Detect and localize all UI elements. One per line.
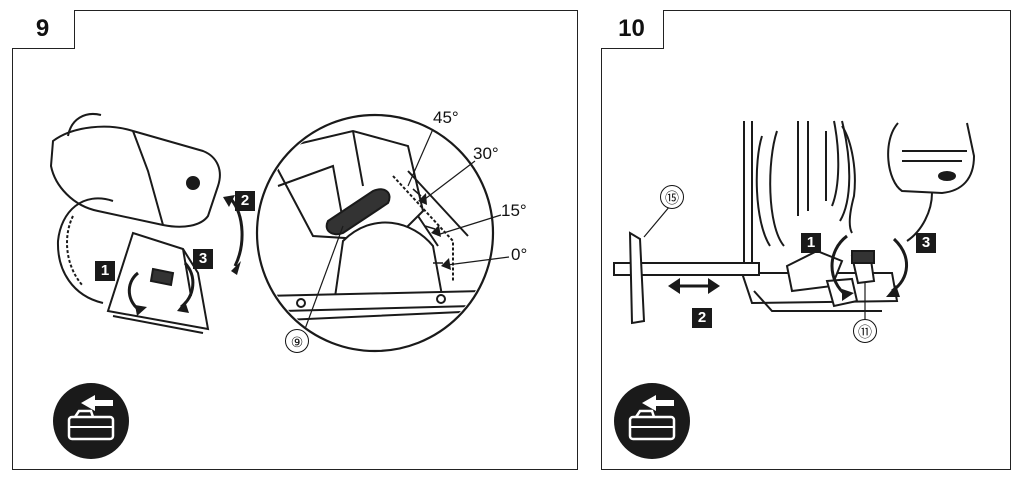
part-callout-11: ⑪: [853, 319, 877, 343]
step-3-badge: 3: [193, 249, 213, 269]
bevel-scale-detail: [255, 113, 495, 353]
circular-saw-illustration: [49, 113, 221, 334]
angle-label-30: 30°: [473, 144, 499, 163]
circular-saw-front-illustration: [613, 120, 976, 325]
figure-9-panel: 9: [11, 9, 578, 470]
step-2-badge: 2: [692, 308, 712, 328]
slide-arrow: [668, 278, 720, 294]
step-1-badge: 1: [801, 233, 821, 253]
figure-10-drawing: [613, 120, 976, 325]
figure-9-drawing: [49, 113, 510, 353]
step-1-badge: 1: [95, 261, 115, 281]
step-3-badge: 3: [916, 233, 936, 253]
step-2-badge: 2: [235, 191, 255, 211]
figure-number: 10: [600, 9, 664, 49]
angle-label-0: 0°: [511, 245, 528, 264]
figure-number: 9: [11, 9, 75, 49]
part-callout-9: ⑨: [285, 329, 309, 353]
part-callout-15: ⑮: [660, 185, 684, 209]
angle-label-45: 45°: [433, 108, 459, 127]
figure-10-panel: 10: [600, 9, 1011, 470]
angle-label-15: 15°: [501, 201, 527, 220]
